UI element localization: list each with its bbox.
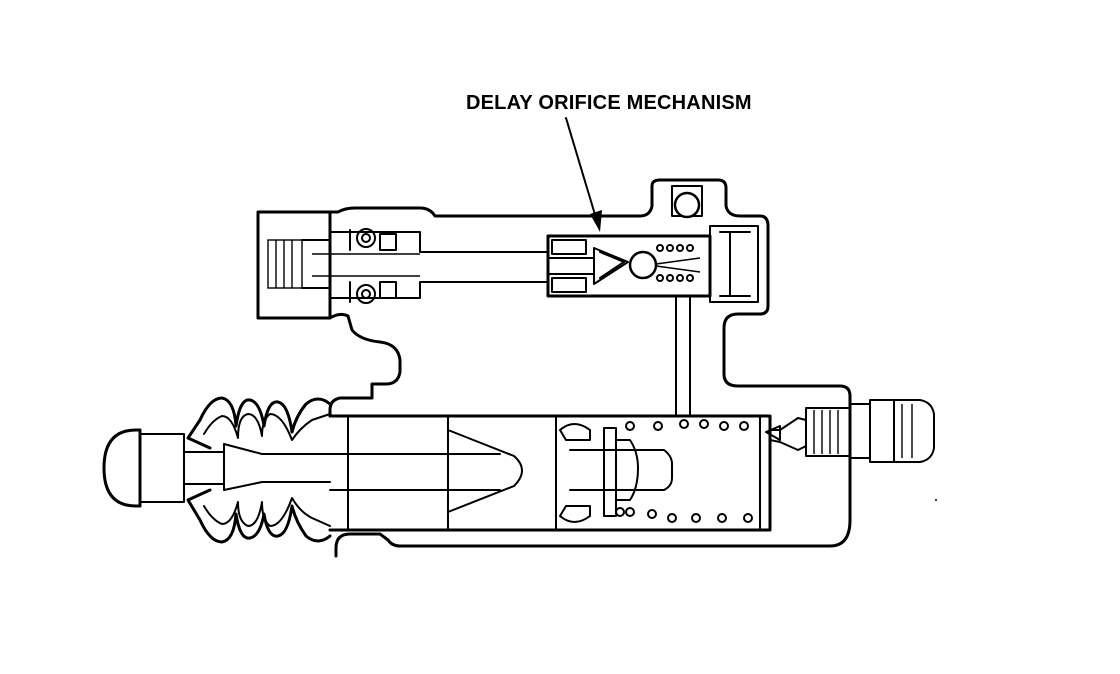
dust-boot (186, 396, 332, 544)
outlet-fitting (765, 399, 935, 463)
o-ring-lower (356, 284, 376, 304)
delay-orifice-valve (546, 225, 759, 303)
piston-seal (559, 423, 673, 523)
return-spring (615, 419, 753, 523)
push-rod (102, 428, 331, 508)
delay-valve-spring (655, 244, 701, 282)
o-ring-upper (356, 228, 376, 248)
upper-housing (256, 178, 852, 420)
master-cylinder-body (328, 382, 852, 558)
delay-orifice-label: DELAY ORIFICE MECHANISM (466, 92, 752, 114)
